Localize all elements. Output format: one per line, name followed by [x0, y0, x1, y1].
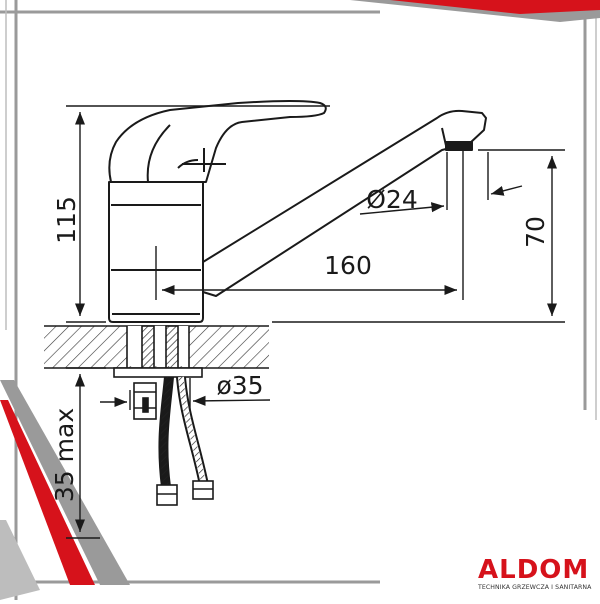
dimension-d24-label: Ø24	[366, 185, 418, 214]
dimension-d35-label: ø35	[216, 371, 263, 400]
faucet	[108, 100, 487, 323]
lever-handle	[108, 100, 327, 183]
mounting-hardware	[113, 325, 214, 506]
dimension-160-label: 160	[324, 251, 372, 280]
dimension-35-max-label: 35 max	[50, 408, 79, 502]
brand-tagline: TECHNIKA GRZEWCZA I SANITARNA	[478, 584, 592, 591]
frame-red-accent-bottom	[0, 400, 95, 585]
dimension-115-label: 115	[52, 196, 81, 244]
dimension-70-label: 70	[521, 216, 550, 248]
brand-logo: ALDOM TECHNIKA GRZEWCZA I SANITARNA	[478, 556, 598, 591]
brand-name: ALDOM	[478, 555, 590, 585]
frame-red-accent-top	[390, 0, 600, 14]
spout	[202, 109, 487, 297]
dimension-lines	[66, 105, 565, 539]
